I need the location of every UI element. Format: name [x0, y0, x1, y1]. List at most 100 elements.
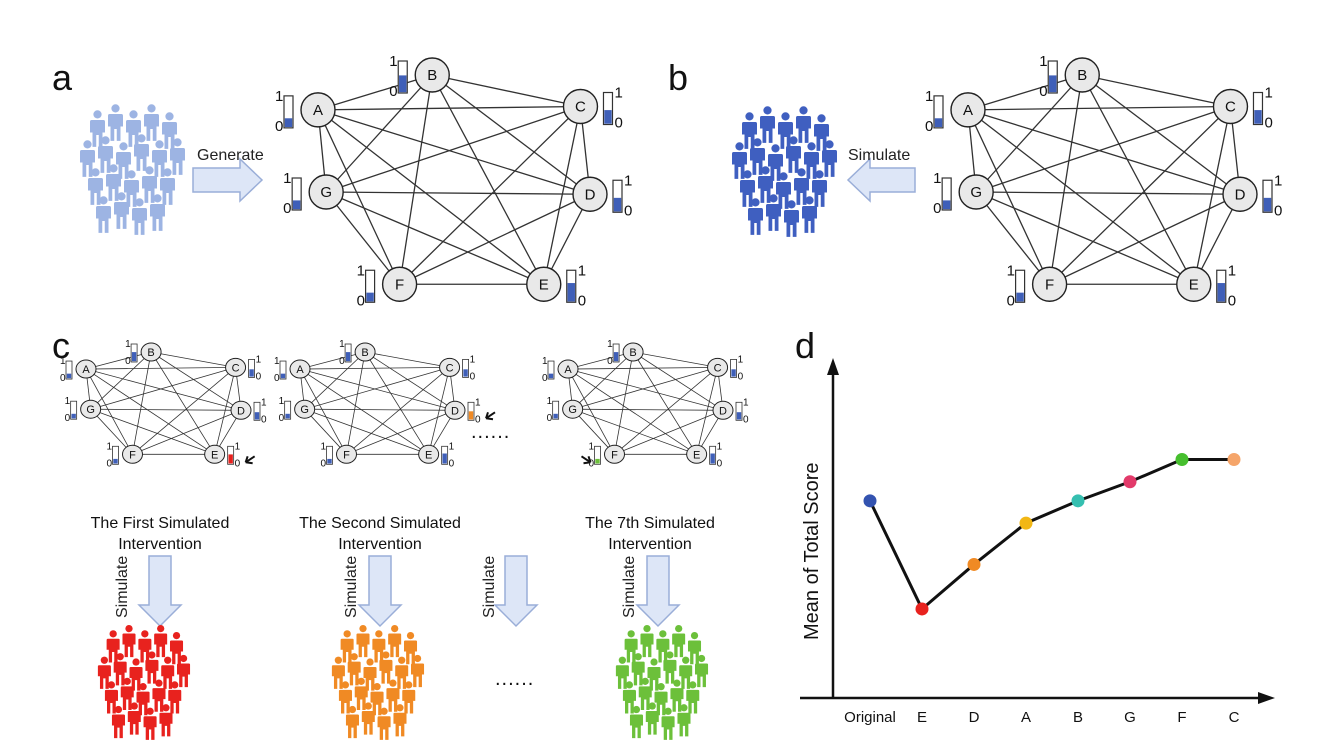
gauge-min-label: 0	[1007, 292, 1015, 309]
panel-letter-d: d	[795, 325, 815, 366]
edge-B-C	[633, 351, 718, 368]
gauge-fill-C	[249, 369, 254, 377]
gauge-fill-A	[280, 373, 286, 379]
generate-arrow	[192, 157, 264, 203]
edge-E-G	[572, 408, 697, 455]
edge-C-E	[543, 106, 582, 285]
node-C	[1212, 88, 1249, 125]
edge-C-G	[975, 105, 1231, 193]
edge-C-E	[696, 367, 718, 455]
edge-C-G	[325, 105, 581, 193]
edge-A-F	[85, 368, 133, 455]
node-G	[562, 399, 584, 419]
node-label-A: A	[296, 364, 304, 376]
gauge-fill-F	[595, 458, 600, 464]
gauge-G	[284, 400, 292, 420]
edge-C-E	[214, 367, 236, 455]
gauge-D	[253, 401, 261, 421]
gauge-min-label: 0	[614, 115, 622, 132]
node-G	[958, 174, 994, 210]
pointer-arrow	[485, 411, 496, 421]
person-icon	[640, 624, 654, 658]
node-label-E: E	[425, 449, 432, 461]
gauge-G	[941, 177, 952, 211]
gauge-fill-E	[567, 283, 575, 302]
simulate-label-b: Simulate	[848, 147, 910, 164]
population-crowd-c2	[331, 624, 425, 740]
node-G	[308, 174, 344, 210]
data-point-Original	[863, 494, 877, 508]
node-label-A: A	[82, 364, 90, 376]
node-B	[622, 342, 644, 362]
data-point-B	[1071, 494, 1085, 508]
edge-E-G	[325, 191, 545, 285]
panel-letter-b: b	[668, 57, 688, 98]
edge-B-E	[150, 351, 215, 455]
edge-B-E	[632, 351, 697, 455]
edge-C-G	[572, 367, 718, 410]
gauge-fill-B	[1049, 75, 1057, 93]
gauge-max-label: 1	[256, 354, 262, 365]
person-icon	[154, 624, 168, 658]
person-icon	[388, 624, 402, 658]
edge-B-F	[132, 351, 152, 455]
node-label-C: C	[446, 362, 454, 374]
edge-A-E	[567, 368, 697, 455]
gauge-min-label: 0	[449, 458, 455, 469]
gauge-C	[602, 91, 614, 126]
gauge-min-label: 0	[274, 373, 280, 384]
node-A	[75, 359, 97, 379]
node-label-B: B	[427, 67, 437, 84]
edge-F-G	[325, 191, 401, 285]
gauge-min-label: 0	[357, 292, 365, 309]
gauge-min-label: 0	[589, 458, 595, 469]
gauge-fill-G	[71, 413, 76, 419]
edge-D-G	[90, 408, 242, 411]
gauge-F	[594, 445, 601, 465]
gauge-fill-C	[1254, 110, 1262, 124]
edge-C-F	[132, 367, 236, 455]
edge-A-B	[967, 74, 1083, 111]
caption-7-line1: The 7th Simulated	[585, 515, 715, 532]
gauge-max-label: 1	[274, 356, 280, 367]
data-point-F	[1175, 453, 1189, 466]
y-axis-title: Mean of Total Score	[801, 462, 823, 640]
caption-2-line2: Intervention	[338, 536, 422, 553]
gauge-max-label: 1	[449, 441, 455, 452]
gauge-max-label: 1	[925, 88, 933, 105]
simulate-arrow-b	[846, 157, 916, 203]
edge-F-G	[90, 408, 133, 455]
edge-A-D	[85, 368, 242, 411]
gauge-max-label: 1	[607, 339, 613, 350]
x-tick-label: D	[969, 709, 980, 726]
node-F	[381, 266, 418, 302]
edge-D-F	[399, 193, 591, 285]
gauge-max-label: 1	[275, 88, 283, 105]
edge-B-E	[1081, 74, 1195, 285]
gauge-min-label: 0	[578, 292, 586, 309]
gauge-max-label: 1	[235, 441, 241, 452]
gauge-min-label: 0	[738, 371, 744, 382]
edge-B-E	[364, 351, 429, 455]
edge-B-G	[572, 351, 634, 410]
edge-A-E	[967, 109, 1195, 285]
population-crowd-b	[732, 106, 837, 237]
node-label-D: D	[1235, 186, 1246, 203]
edge-B-C	[365, 351, 450, 368]
person-icon	[108, 104, 123, 141]
node-A	[557, 359, 579, 379]
node-D	[572, 176, 608, 212]
gauge-fill-G	[285, 413, 290, 419]
simulate-arrow-c2	[357, 555, 403, 628]
gauge-fill-C	[731, 369, 736, 377]
node-C	[562, 88, 599, 125]
gauge-C	[730, 358, 737, 378]
edge-B-G	[325, 74, 433, 193]
gauge-fill-B	[345, 352, 351, 362]
node-label-B: B	[147, 347, 154, 359]
edge-A-B	[299, 351, 366, 370]
edge-C-F	[346, 367, 450, 455]
node-label-F: F	[129, 449, 136, 461]
gauge-min-label: 0	[743, 414, 749, 425]
